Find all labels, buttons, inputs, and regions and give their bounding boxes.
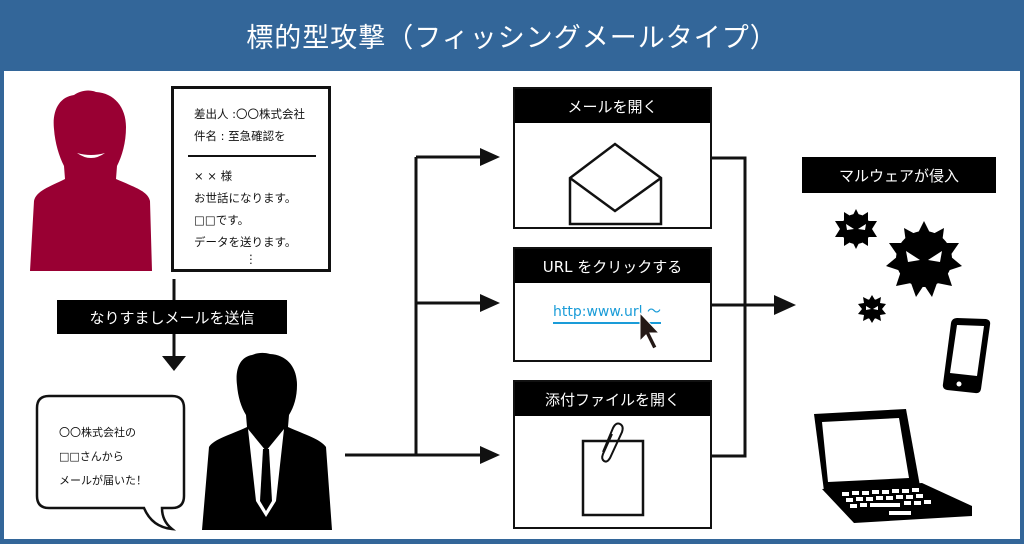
email-body-line: データを送ります。 xyxy=(194,235,297,249)
send-label: なりすましメールを送信 xyxy=(57,300,287,334)
step-label: URL をクリックする xyxy=(515,249,710,283)
malware-label: マルウェアが侵入 xyxy=(802,157,996,193)
speech-line: 〇〇株式会社の xyxy=(59,426,136,439)
email-body-line: × × 様 xyxy=(194,169,233,183)
step-click-url: URL をクリックする http:www.url 〜 xyxy=(513,247,712,362)
email-body-line: お世話になります。 xyxy=(194,191,297,205)
arrow-to-malware xyxy=(774,295,796,315)
step-open-mail: メールを開く xyxy=(513,87,712,229)
victim-speech: 〇〇株式会社の □□さんから メールが届いた！ xyxy=(59,421,147,493)
arrow-to-open-mail xyxy=(480,148,500,166)
phishing-url-link[interactable]: http:www.url 〜 xyxy=(553,301,661,324)
victim-silhouette-icon xyxy=(202,352,332,530)
email-subject: 件名 : 至急確認を xyxy=(194,129,286,143)
speech-line: メールが届いた！ xyxy=(59,474,147,487)
speech-line: □□さんから xyxy=(59,450,124,463)
step-label: 添付ファイルを開く xyxy=(515,382,710,416)
email-divider xyxy=(188,155,316,157)
email-body-line: □□です。 xyxy=(194,213,250,227)
step-open-attachment: 添付ファイルを開く xyxy=(513,380,712,529)
envelope-open-icon xyxy=(568,142,663,226)
phishing-email: 差出人 :〇〇株式会社 件名 : 至急確認を × × 様 お世話になります。 □… xyxy=(171,86,331,272)
laptop-icon xyxy=(814,409,972,523)
arrow-to-open-attachment xyxy=(480,446,500,464)
branch-connector xyxy=(345,155,484,457)
email-ellipsis: ⋮ xyxy=(245,252,257,266)
diagram-canvas: 差出人 :〇〇株式会社 件名 : 至急確認を × × 様 お世話になります。 □… xyxy=(4,71,1020,539)
smartphone-icon xyxy=(942,318,991,394)
step-label: メールを開く xyxy=(515,89,710,123)
speech-bubble xyxy=(35,394,186,531)
paperclip-document-icon xyxy=(581,422,645,517)
merge-connector xyxy=(712,156,776,458)
page-title: 標的型攻撃（フィッシングメールタイプ） xyxy=(246,22,778,54)
email-sender: 差出人 :〇〇株式会社 xyxy=(194,107,306,121)
arrow-to-click-url xyxy=(480,294,500,312)
header: 標的型攻撃（フィッシングメールタイプ） xyxy=(0,0,1024,70)
diagram-graphics xyxy=(30,90,991,531)
cursor-icon xyxy=(639,311,661,350)
malware-virus-icon xyxy=(835,209,962,323)
attacker-silhouette-icon xyxy=(30,90,152,271)
